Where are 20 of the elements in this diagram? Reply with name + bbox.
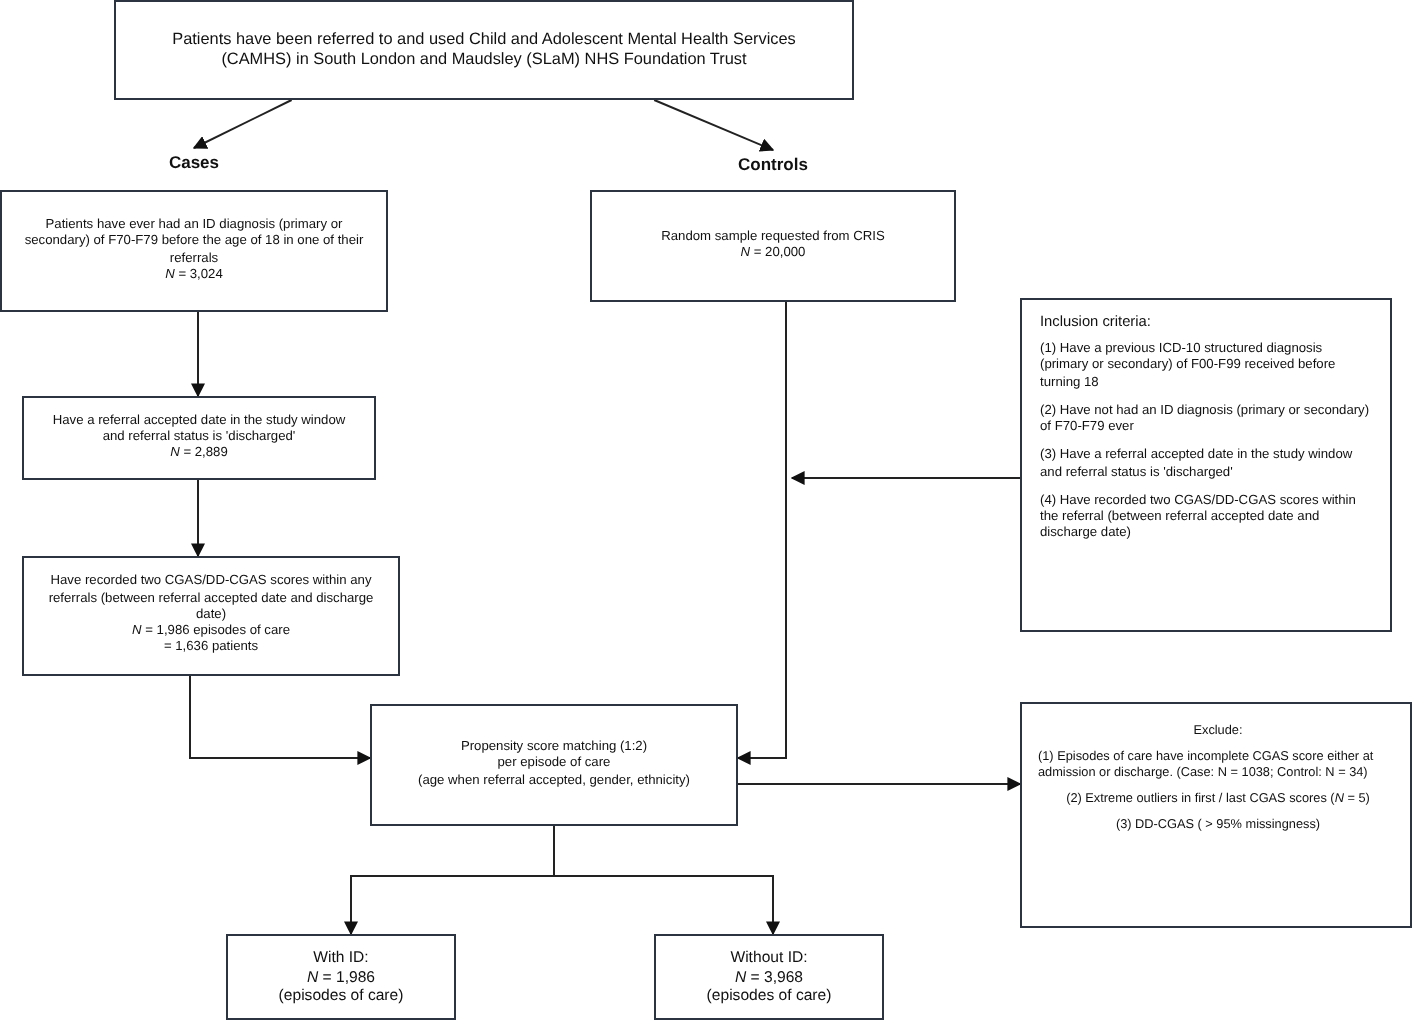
process-box (22, 556, 400, 676)
column-heading: Cases (166, 152, 222, 172)
arrow (653, 99, 775, 152)
process-box (114, 0, 854, 100)
arrow (191, 479, 205, 558)
arrow (192, 99, 293, 149)
criteria-box (1020, 298, 1392, 632)
process-box (226, 934, 456, 1020)
arrow (790, 471, 1021, 485)
process-box (22, 396, 376, 480)
column-heading: Controls (736, 154, 810, 174)
arrow (553, 825, 780, 936)
arrow (736, 477, 787, 765)
arrow (189, 675, 372, 765)
box-text: Patients have been referred to and used Child and Adolescent Mental Health Services (CAMHS) in South London and Maudsley (SLaM) NHS Foundation Trust (170, 29, 798, 71)
process-box (370, 704, 738, 826)
process-box (654, 934, 884, 1020)
arrow (191, 311, 205, 398)
criteria-box (1020, 702, 1412, 928)
arrow (737, 777, 1022, 791)
